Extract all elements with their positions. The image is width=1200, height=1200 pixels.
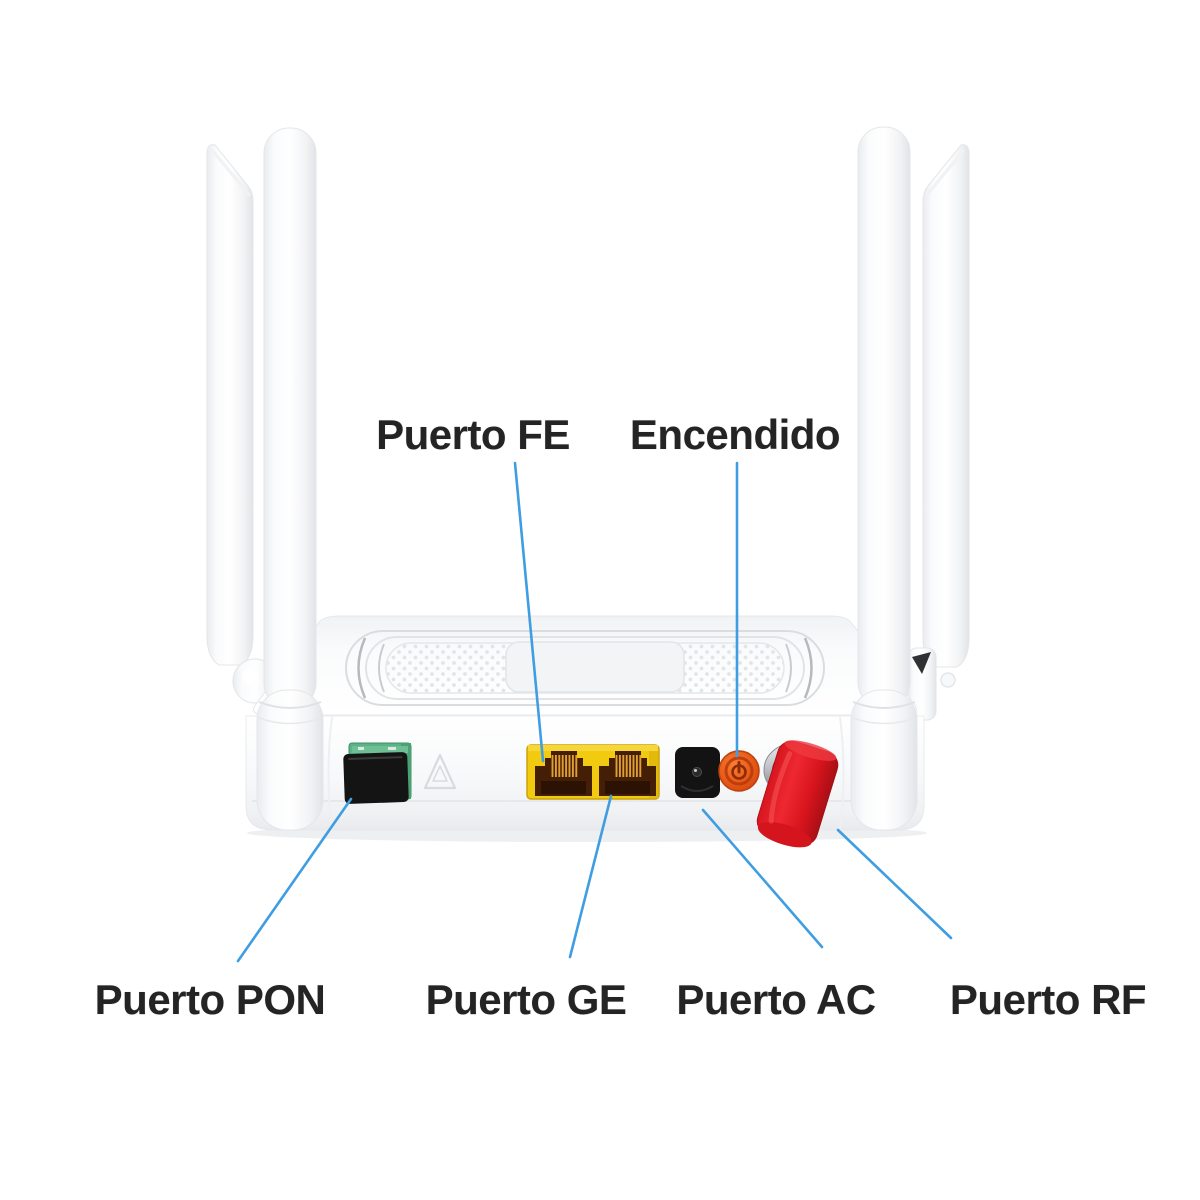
- antenna-right-front: [850, 126, 918, 831]
- leader-line-pon: [236, 797, 353, 963]
- pon-dust-cap: [343, 752, 409, 804]
- leader-lines: [236, 461, 953, 963]
- leader-line-ac: [701, 808, 824, 949]
- ethernet-ports: [526, 744, 660, 800]
- label-puerto-pon: Puerto PON: [94, 976, 326, 1023]
- power-icon: [731, 761, 747, 780]
- label-encendido: Encendido: [629, 411, 841, 458]
- antenna-left-front: [256, 127, 324, 831]
- device-top: [253, 615, 917, 716]
- label-puerto-rf: Puerto RF: [949, 976, 1147, 1023]
- ac-power-jack: [675, 747, 720, 798]
- rf-connector: [756, 740, 839, 848]
- antenna-right-back: [922, 144, 970, 688]
- label-puerto-fe: Puerto FE: [376, 411, 570, 458]
- leader-line-ge: [568, 794, 613, 959]
- label-puerto-ge: Puerto GE: [425, 976, 627, 1023]
- power-button: [718, 750, 760, 792]
- laser-warning-icon: [423, 753, 457, 790]
- leader-line-fe: [513, 461, 545, 763]
- pon-port: [343, 742, 412, 804]
- label-puerto-ac: Puerto AC: [676, 976, 876, 1023]
- rf-dust-cap: [756, 740, 839, 848]
- leader-line-rf: [836, 828, 953, 940]
- antenna-left-back: [206, 144, 254, 666]
